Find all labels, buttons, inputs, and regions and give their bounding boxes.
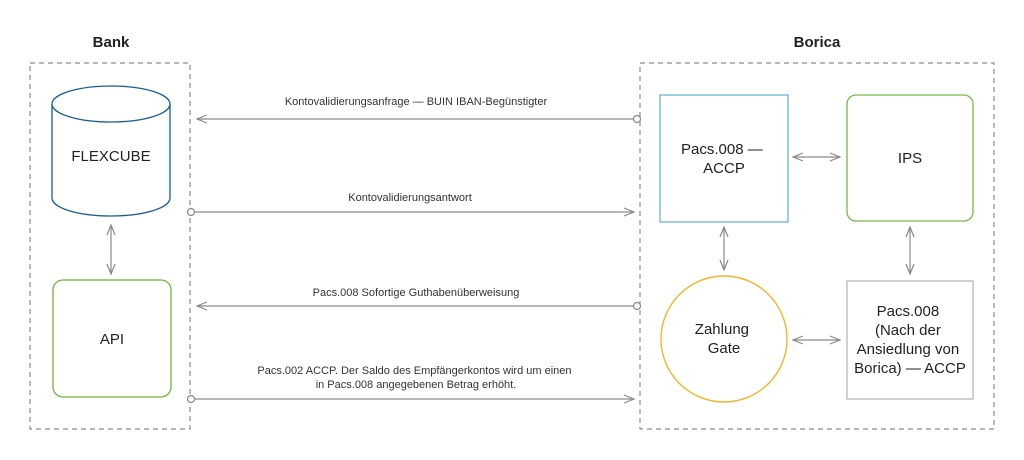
- bank-group-box: [29, 62, 191, 430]
- pacs008-settlement-line-3: Ansiedlung von: [857, 341, 960, 358]
- zahlung-gate-line-2: Gate: [708, 340, 741, 357]
- pacs008-settlement-line-2: (Nach der: [875, 322, 941, 339]
- flexcube-database-node[interactable]: FLEXCUBE: [51, 85, 171, 217]
- ips-node[interactable]: IPS: [846, 94, 974, 222]
- bank-heading: Bank: [93, 34, 130, 51]
- zahlung-gate-label: Zahlung Gate: [695, 321, 753, 357]
- message-pacs002-accp: Pacs.002 ACCP. Der Saldo des Empfängerko…: [186, 365, 635, 404]
- pacs008-accp-node[interactable]: Pacs.008 — ACCP: [659, 94, 789, 223]
- message-2-origin-dot: [186, 207, 196, 217]
- message-3-label: Pacs.008 Sofortige Guthabenüberweisung: [313, 287, 520, 299]
- message-1-origin-dot: [632, 114, 642, 124]
- message-4-origin-dot: [186, 394, 196, 404]
- api-label: API: [100, 331, 124, 348]
- ips-label: IPS: [898, 150, 922, 167]
- pacs008-settlement-line-4: Borica) — ACCP: [854, 360, 966, 377]
- pacs008-settlement-label: Pacs.008 (Nach der Ansiedlung von Borica…: [854, 303, 966, 377]
- message-account-validation-request: Kontovalidierungsanfrage — BUIN IBAN-Beg…: [197, 96, 642, 124]
- message-instant-credit-transfer: Pacs.008 Sofortige Guthabenüberweisung: [197, 287, 642, 311]
- message-2-label: Kontovalidierungsantwort: [348, 192, 472, 204]
- message-account-validation-response: Kontovalidierungsantwort: [186, 192, 635, 217]
- pacs008-accp-line-1: Pacs.008 —: [681, 141, 763, 158]
- pacs008-accp-label: Pacs.008 — ACCP: [681, 141, 767, 177]
- message-3-origin-dot: [632, 301, 642, 311]
- borica-heading: Borica: [794, 34, 841, 51]
- pacs008-settlement-node[interactable]: Pacs.008 (Nach der Ansiedlung von Borica…: [846, 280, 974, 400]
- message-4-line-2: in Pacs.008 angegebenen Betrag erhöht.: [316, 379, 517, 391]
- message-4-label: Pacs.002 ACCP. Der Saldo des Empfängerko…: [257, 365, 574, 391]
- flexcube-label: FLEXCUBE: [71, 148, 150, 165]
- message-4-line-1: Pacs.002 ACCP. Der Saldo des Empfängerko…: [257, 365, 571, 377]
- message-1-label: Kontovalidierungsanfrage — BUIN IBAN-Beg…: [285, 96, 548, 108]
- pacs008-settlement-line-1: Pacs.008: [877, 303, 940, 320]
- api-node[interactable]: API: [52, 279, 172, 398]
- zahlung-gate-line-1: Zahlung: [695, 321, 749, 338]
- zahlung-gate-node[interactable]: Zahlung Gate: [660, 275, 788, 403]
- pacs008-accp-line-2: ACCP: [703, 160, 745, 177]
